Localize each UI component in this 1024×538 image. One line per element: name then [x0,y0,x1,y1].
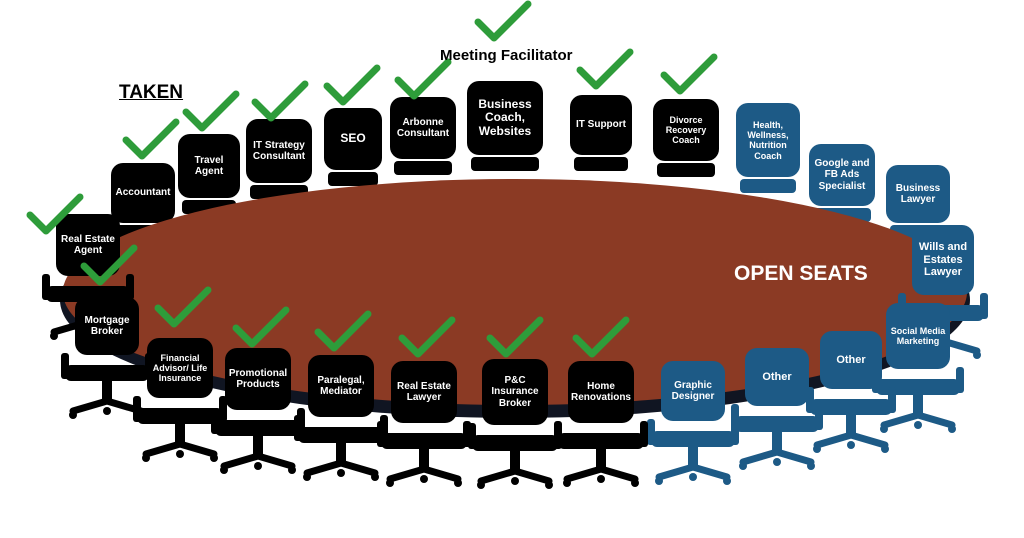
chair-label-home-renovations: Home Renovations [570,380,631,404]
chair-label-other-1: Other [762,370,792,383]
chair-label-graphic-designer: Graphic Designer [671,379,715,403]
check-icon [232,306,290,348]
chair-real-estate-agent [42,214,134,340]
check-icon [323,64,381,106]
chair-seo [324,108,382,186]
chair-other-2 [806,331,896,453]
taken-heading: TAKEN [119,82,184,103]
chair-paralegal-mediator [294,355,388,481]
chair-label-google-fb-ads-specialist: Google and FB Ads Specialist [814,157,870,192]
chair-social-media-marketing [872,303,964,433]
chair-label-social-media-marketing: Social Media Marketing [890,325,946,346]
chair-arbonne-consultant [390,97,456,175]
chair-label-real-estate-lawyer: Real Estate Lawyer [397,380,451,404]
chair-label-financial-advisor-life-insurance: Financial Advisor/ Life Insurance [152,352,208,384]
chair-label-promotional-products: Promotional Products [228,367,288,391]
chair-other-1 [731,348,823,470]
chair-label-arbonne-consultant: Arbonne Consultant [396,116,450,140]
check-icon [660,53,718,95]
check-icon [398,316,456,358]
check-icon [314,310,372,352]
check-icon [154,286,212,328]
check-icon [182,90,240,132]
chair-graphic-designer [647,361,739,485]
check-icon [576,48,634,90]
chair-label-other-2: Other [836,353,866,366]
chair-label-wills-estates-lawyer: Wills and Estates Lawyer [918,241,968,279]
check-icon [572,316,630,358]
chair-label-real-estate-agent: Real Estate Agent [61,233,115,257]
chair-label-paralegal-mediator: Paralegal, Mediator [317,374,365,398]
chair-label-it-strategy-consultant: IT Strategy Consultant [252,139,306,163]
facilitator-heading: Meeting Facilitator [440,47,573,64]
chair-label-business-coach-websites: Business Coach, Websites [478,96,532,139]
chair-mortgage-broker [61,297,153,419]
table-top [63,179,967,405]
check-icon [80,244,138,286]
chair-label-health-wellness-nutrition-coach: Health, Wellness, Nutrition Coach [747,119,789,161]
chair-label-it-support: IT Support [576,119,626,130]
chair-label-mortgage-broker: Mortgage Broker [84,314,130,338]
chair-real-estate-lawyer [377,361,471,487]
chair-health-wellness-nutrition-coach [736,103,800,193]
check-icon [486,316,544,358]
check-icon [122,118,180,160]
check-icon [474,0,532,42]
chair-label-accountant: Accountant [115,187,171,198]
check-icon [394,58,452,100]
chair-label-pc-insurance-broker: P&C Insurance Broker [491,374,539,409]
open-seats-heading: OPEN SEATS [734,262,868,285]
chair-it-support [570,95,632,171]
check-icon [26,193,84,235]
check-icon [251,80,309,122]
chair-business-coach-websites [467,81,543,171]
chair-label-travel-agent: Travel Agent [194,154,224,178]
chair-label-seo: SEO [340,131,366,145]
chair-divorce-recovery-coach [653,99,719,177]
chair-financial-advisor-life-insurance [133,338,227,462]
chair-label-business-lawyer: Business Lawyer [895,182,941,206]
chair-label-divorce-recovery-coach: Divorce Recovery Coach [665,114,707,146]
